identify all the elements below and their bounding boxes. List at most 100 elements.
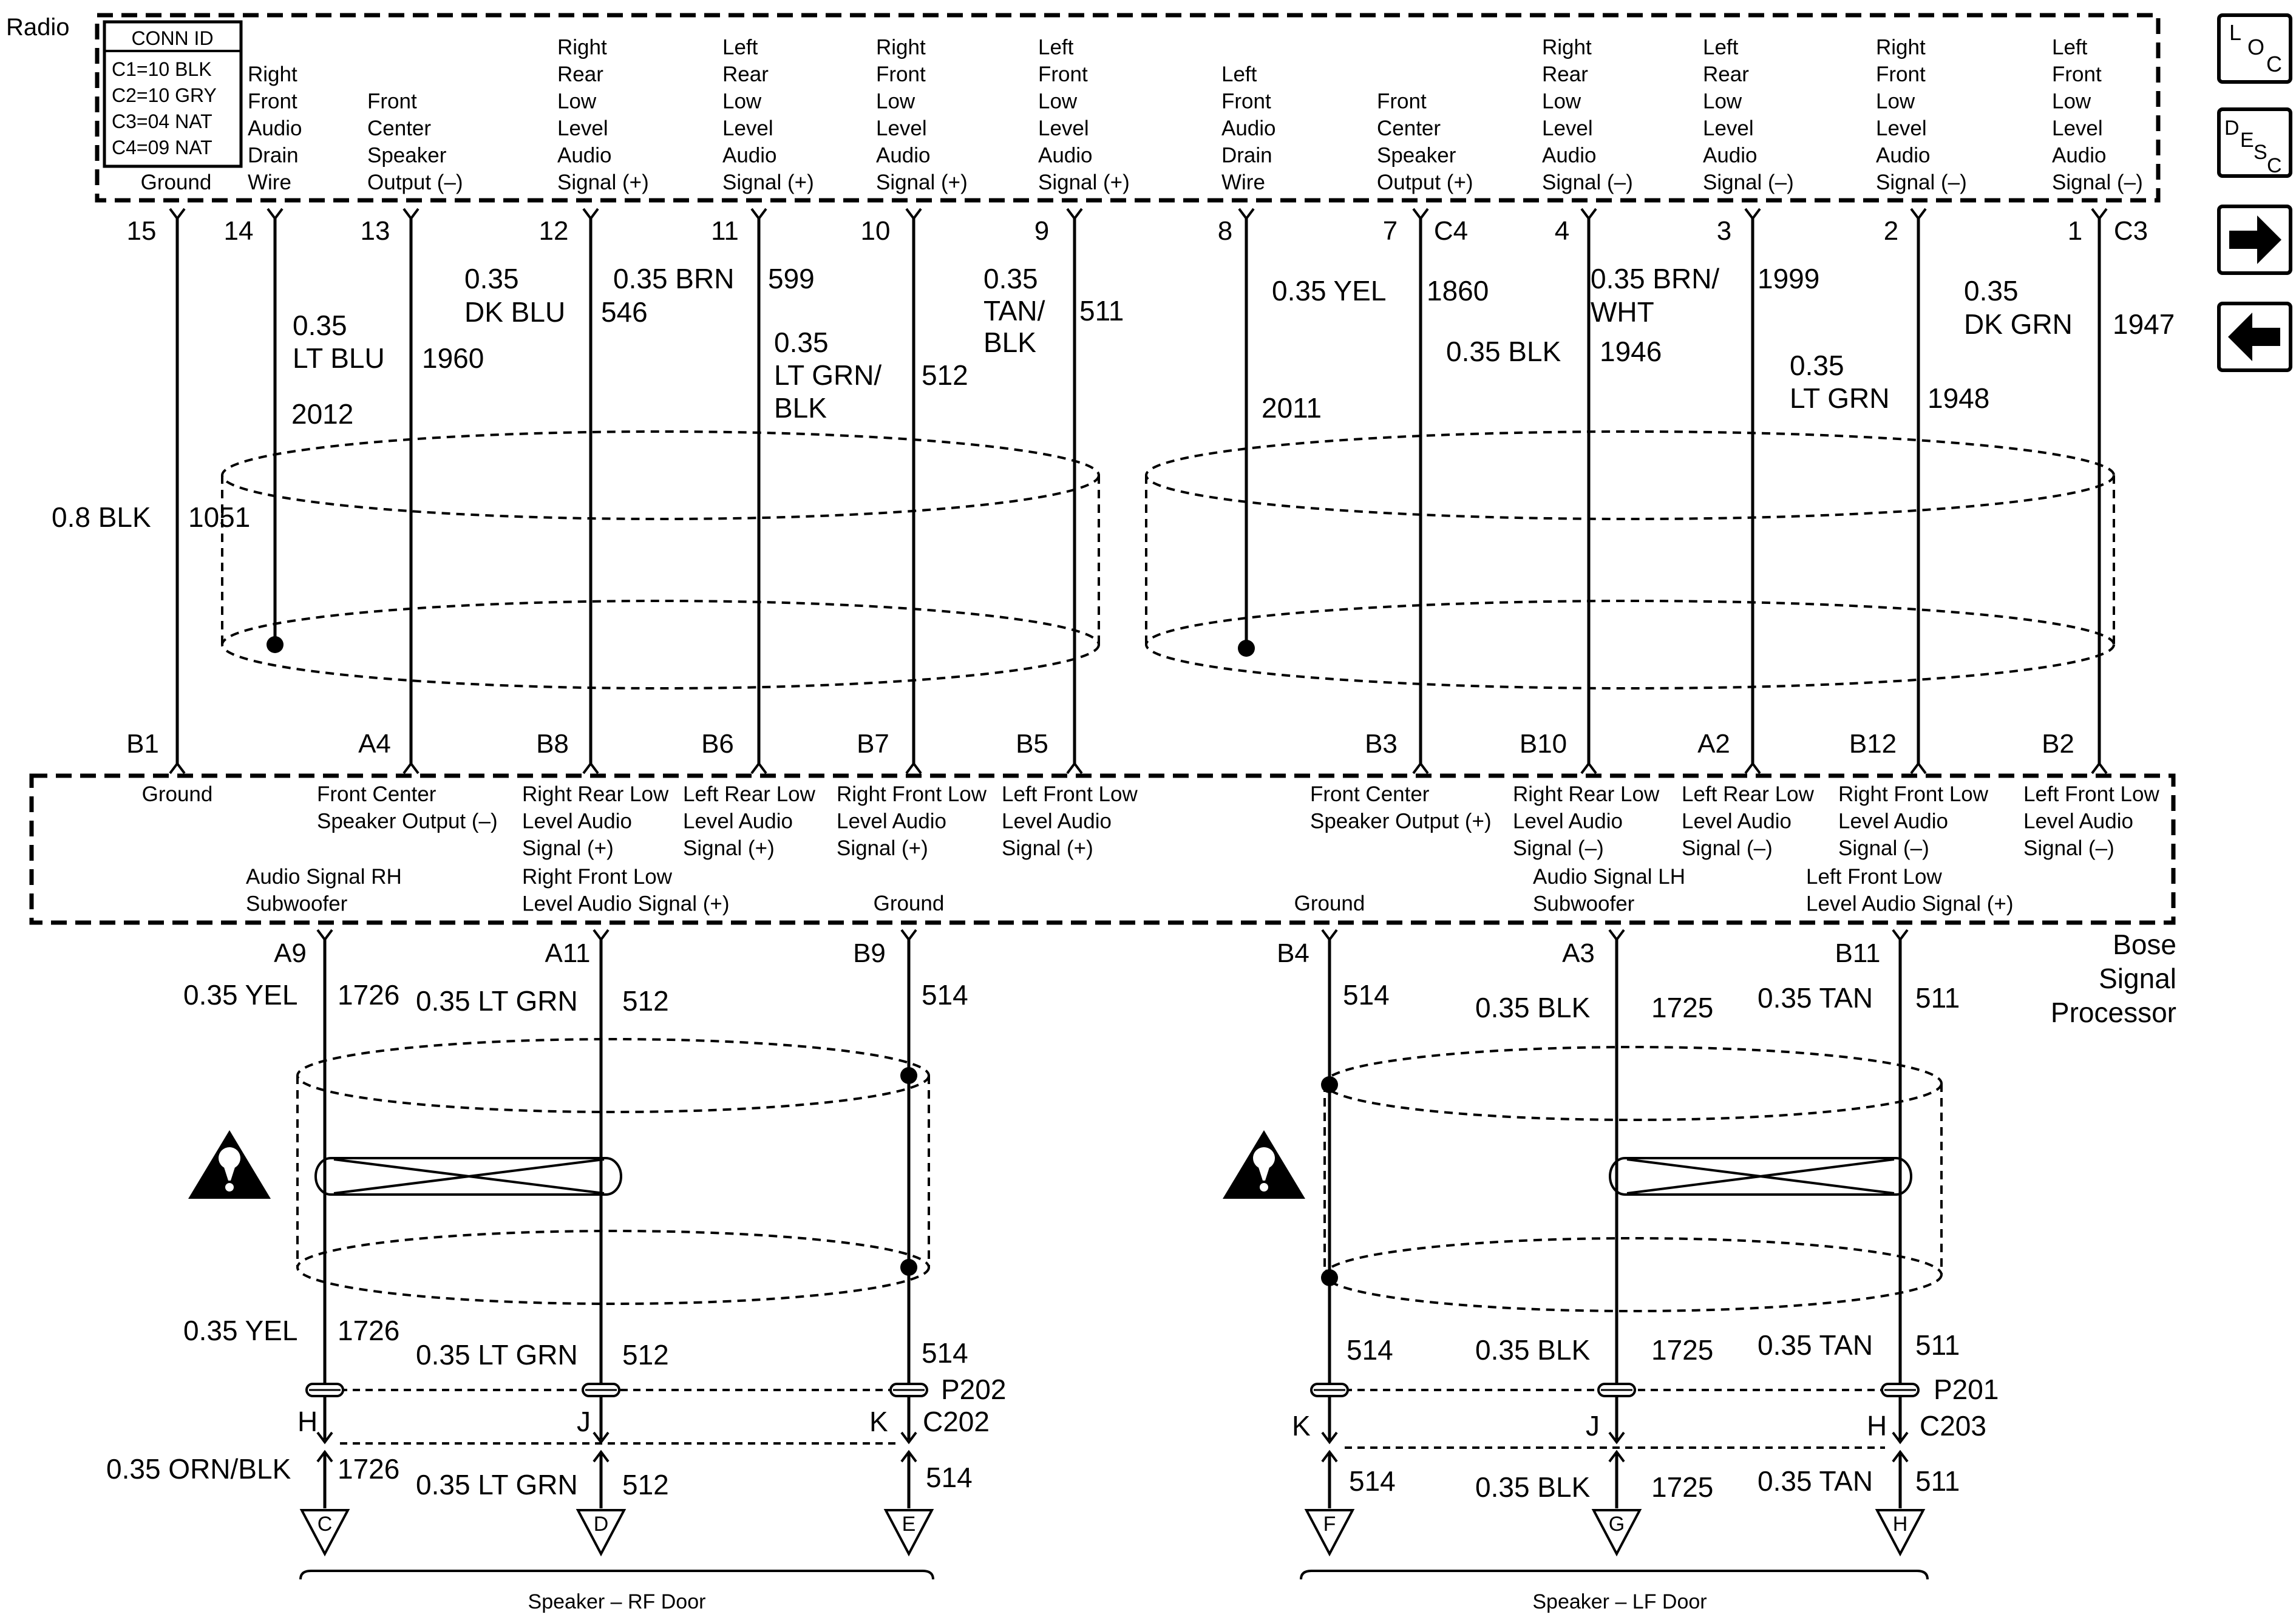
conn-id-c1: C1=10 BLK — [112, 58, 212, 80]
radio-pin-7-desc: Center — [1377, 117, 1441, 140]
shield-splice-lf-bottom — [1321, 1269, 1338, 1286]
radio-pin-7-desc: Front — [1377, 90, 1427, 114]
wire-a11-lower-circuit: 512 — [622, 1469, 669, 1500]
radio-pin-11-desc: Level — [722, 117, 773, 140]
wire-a4-gauge: 0.35 — [464, 263, 519, 294]
wire-14-circuit: 2012 — [291, 398, 353, 430]
shield-splice-lf-top — [1321, 1076, 1338, 1093]
terminal-fork — [593, 929, 610, 942]
wire-a3-lower-circuit: 1725 — [1651, 1471, 1713, 1503]
wire-b10-circuit: 1999 — [1758, 263, 1819, 294]
bsp-pin-a2-desc: Left Rear Low — [1682, 782, 1815, 806]
connector-p201: P201 — [1934, 1374, 1999, 1405]
bsp-pin-b8-desc: Right Rear Low — [522, 782, 669, 806]
bsp-pin-a11-desc: Level Audio Signal (+) — [522, 892, 729, 916]
wire-a2-circuit: 1946 — [1600, 336, 1662, 367]
forward-button[interactable] — [2217, 205, 2292, 275]
radio-pin-2-desc: Signal (–) — [1876, 171, 1967, 194]
radio-pin-12-desc: Signal (+) — [557, 171, 649, 194]
wire-b4-lower-circuit: 514 — [1349, 1465, 1396, 1497]
radio-pin-9-desc: Left — [1038, 36, 1074, 59]
terminal-fork — [1321, 929, 1338, 942]
bsp-pin-b4-desc: Ground — [1294, 892, 1365, 915]
radio-pin-9-desc: Front — [1038, 63, 1088, 86]
wire-b6-gauge: 0.35 — [774, 327, 829, 358]
terminal-fork — [1066, 208, 1083, 221]
bsp-pin-b2-desc: Level Audio — [2023, 810, 2133, 833]
radio-pin-12-desc: Low — [557, 90, 597, 114]
wire-b11-mid-circuit: 511 — [1915, 1329, 1960, 1361]
wire-a11-upper-gauge: 0.35 LT GRN — [416, 985, 578, 1017]
terminal-fork — [1321, 1431, 1338, 1445]
drain-splice-lf — [1238, 640, 1255, 657]
wire-b11-lower-gauge: 0.35 TAN — [1758, 1465, 1873, 1497]
terminal-fork — [316, 1431, 333, 1445]
drain-splice-rf — [267, 636, 284, 653]
terminal-fork — [905, 761, 922, 775]
speaker-terminal-d: D — [594, 1513, 609, 1536]
back-button[interactable] — [2217, 302, 2292, 372]
wire-b9-upper-circuit: 514 — [922, 979, 968, 1011]
radio-pin-13-desc: Center — [367, 117, 431, 140]
connector-pin-h: H — [1867, 1410, 1887, 1442]
bsp-title-line-3: Processor — [2051, 997, 2176, 1028]
radio-pin-11-desc: Rear — [722, 63, 769, 86]
bsp-pin-b5: B5 — [1016, 729, 1048, 759]
terminal-fork — [1892, 929, 1909, 942]
wire-a11-mid-circuit: 512 — [622, 1339, 669, 1371]
terminal-fork — [750, 208, 767, 221]
wire-b4-upper-circuit: 514 — [1343, 979, 1390, 1011]
wire-a2-gauge: 0.35 BLK — [1446, 336, 1561, 367]
wire-b12-circuit: 1948 — [1927, 382, 1989, 414]
radio-pin-3-desc: Rear — [1703, 63, 1749, 86]
connector-glyphs — [305, 1383, 1920, 1397]
bsp-pin-b10-desc: Right Rear Low — [1513, 782, 1660, 806]
svg-text:S: S — [2254, 141, 2267, 164]
radio-pin-12-desc: Right — [557, 36, 607, 59]
bsp-pin-a11-desc: Right Front Low — [522, 865, 673, 889]
svg-text:E: E — [2240, 129, 2254, 152]
upper-wire-lines — [169, 208, 2108, 775]
radio-pin-4-desc: Low — [1542, 90, 1581, 114]
arrow-left-icon — [2228, 313, 2280, 361]
bsp-pin-a3-desc: Audio Signal LH — [1533, 865, 1685, 889]
radio-pin-1-desc: Front — [2052, 63, 2102, 86]
radio-pin-3-desc: Low — [1703, 90, 1742, 114]
radio-pin-13-desc: Speaker — [367, 144, 447, 168]
arrow-right-icon — [2229, 215, 2281, 264]
wire-a9-lower-circuit: 1726 — [338, 1453, 399, 1485]
bsp-title-line-2: Signal — [2099, 963, 2176, 994]
radio-pin-10-desc: Right — [876, 36, 926, 59]
warning-icon — [1223, 1130, 1305, 1199]
description-button[interactable]: D E S C — [2217, 107, 2292, 178]
twisted-pair-lf — [1609, 1157, 1912, 1196]
radio-pin-10-desc: Low — [876, 90, 915, 114]
radio-pin-7: 7 — [1383, 216, 1398, 246]
bsp-pin-b3-desc: Speaker Output (+) — [1310, 810, 1492, 833]
speaker-lf-door: Speaker – LF Door — [1300, 1570, 1929, 1613]
lower-wire-labels: 0.35 YEL 1726 0.35 LT GRN 512 514 514 0.… — [106, 979, 1960, 1503]
location-button[interactable]: L O C — [2217, 13, 2292, 84]
connector-pin-k: K — [869, 1406, 888, 1437]
conn-id-header: CONN ID — [131, 27, 213, 49]
radio-pin-3: 3 — [1717, 216, 1731, 246]
wire-a9-mid-circuit: 1726 — [338, 1315, 399, 1346]
bsp-pin-b5-desc: Signal (+) — [1002, 836, 1093, 860]
terminal-fork — [169, 761, 186, 775]
radio-pin-3-desc: Level — [1703, 117, 1754, 140]
bsp-pin-b6-desc: Left Rear Low — [683, 782, 816, 806]
bsp-pin-b5-desc: Left Front Low — [1002, 782, 1138, 806]
speaker-terminal — [1591, 1509, 1642, 1557]
bsp-pin-b1: B1 — [126, 729, 159, 759]
radio-pin-10-desc: Signal (+) — [876, 171, 968, 194]
speaker-lf-label: Speaker – LF Door — [1532, 1590, 1707, 1613]
bsp-pin-b7-desc: Signal (+) — [837, 836, 928, 860]
bsp-pin-a4-desc: Front Center — [317, 782, 436, 806]
lower-wire-lines — [316, 929, 1909, 1508]
connector-pin-h: H — [297, 1406, 318, 1437]
bsp-pin-b9-desc: Ground — [874, 892, 945, 915]
conn-id-c3: C3=04 NAT — [112, 110, 212, 132]
radio-pin-8-desc: Front — [1221, 90, 1271, 114]
